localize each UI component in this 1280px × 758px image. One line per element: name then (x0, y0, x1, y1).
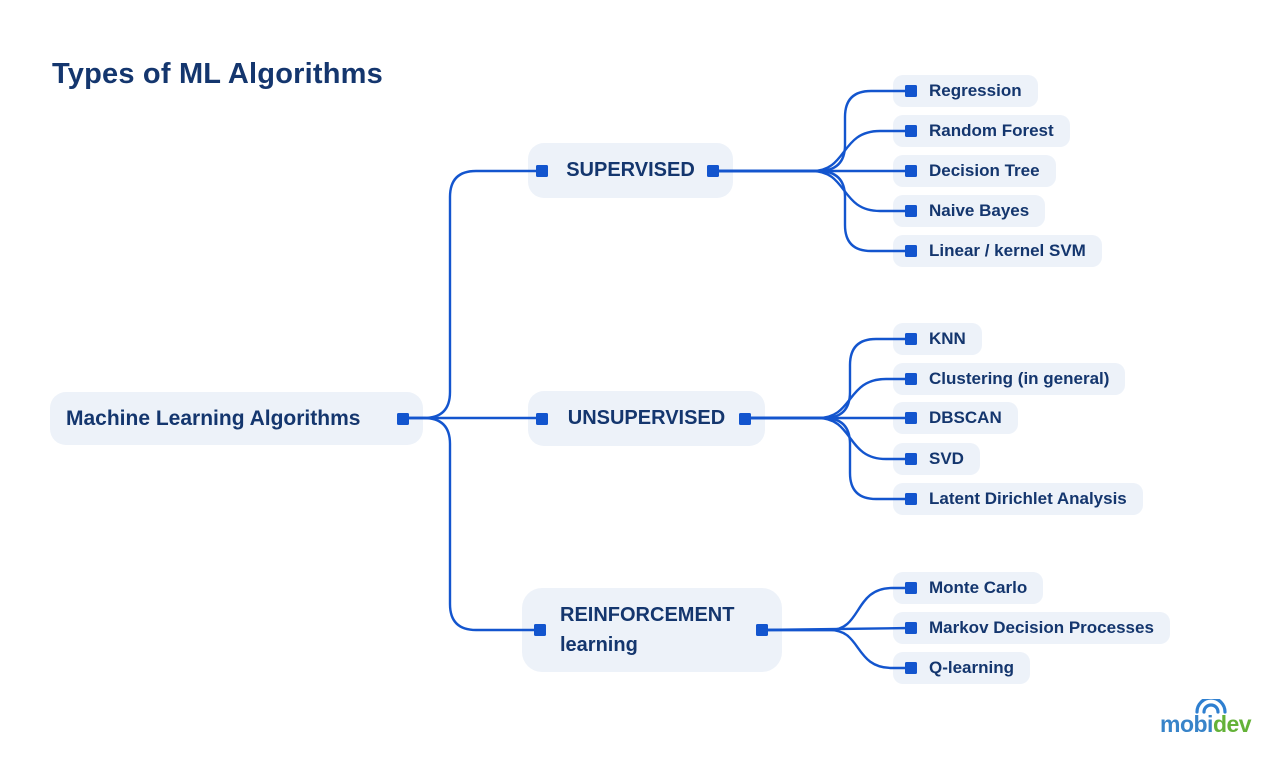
leaf-node-monte-carlo: Monte Carlo (893, 572, 1044, 604)
connector-unsupervised-knn (743, 337, 913, 420)
node-connector-square (905, 373, 917, 385)
leaf-node-clustering: Clustering (in general) (893, 363, 1126, 395)
node-connector-square (397, 412, 409, 425)
connector-reinforcement-markov (760, 626, 913, 632)
branch-node-supervised: SUPERVISED (528, 143, 733, 198)
leaf-node-knn: KNN (893, 323, 982, 355)
node-connector-square (905, 622, 917, 634)
leaf-node-markov-decision-processes: Markov Decision Processes (893, 612, 1170, 644)
connector-root-supervised (401, 169, 546, 420)
leaf-node-decision-tree: Decision Tree (893, 155, 1056, 187)
page-title: Types of ML Algorithms (52, 58, 383, 90)
leaf-node-label: Decision Tree (929, 161, 1040, 180)
leaf-node-latent-dirichlet-analysis: Latent Dirichlet Analysis (893, 483, 1143, 515)
branch-node-label: REINFORCEMENT learning (560, 604, 735, 656)
node-connector-square (707, 164, 719, 177)
node-connector-square (905, 85, 917, 97)
leaf-node-label: Markov Decision Processes (929, 618, 1154, 637)
leaf-node-label: Q-learning (929, 658, 1015, 677)
connector-supervised-regression (711, 89, 913, 173)
branch-node-unsupervised: UNSUPERVISED (528, 391, 765, 446)
leaf-node-label: Naive Bayes (929, 201, 1030, 220)
root-node: Machine Learning Algorithms (50, 392, 423, 445)
branch-node-reinforcement: REINFORCEMENT learning (522, 588, 782, 672)
connector-supervised-random-forest (711, 129, 913, 173)
node-connector-square (905, 662, 917, 674)
node-connector-square (536, 164, 548, 177)
node-connector-square (536, 412, 548, 425)
connector-reinforcement-monte-carlo (760, 586, 913, 632)
leaf-node-q-learning: Q-learning (893, 652, 1031, 684)
leaf-node-label: KNN (929, 329, 966, 348)
connector-unsupervised-svd (743, 416, 913, 461)
node-connector-square (756, 624, 768, 636)
leaf-node-regression: Regression (893, 75, 1038, 107)
leaf-node-svd: SVD (893, 443, 980, 475)
node-connector-square (905, 245, 917, 257)
leaf-node-label: Random Forest (929, 121, 1054, 140)
logo-text: mobidev (1160, 711, 1252, 738)
leaf-node-label: Clustering (in general) (929, 369, 1110, 388)
node-connector-square (905, 453, 917, 465)
leaf-node-random-forest: Random Forest (893, 115, 1070, 147)
leaf-node-label: Latent Dirichlet Analysis (929, 489, 1127, 508)
node-connector-square (905, 333, 917, 345)
leaf-node-label: Linear / kernel SVM (929, 241, 1086, 260)
connector-unsupervised-clustering (743, 377, 913, 420)
connector-unsupervised-lda (743, 416, 913, 501)
branch-node-label: UNSUPERVISED (567, 407, 726, 429)
branch-node-label: SUPERVISED (566, 159, 695, 181)
node-connector-square (905, 125, 917, 137)
connector-root-reinforcement (401, 416, 544, 632)
logo-part-dev: dev (1212, 711, 1252, 737)
leaf-node-dbscan: DBSCAN (893, 402, 1018, 434)
connector-supervised-naive-bayes (711, 169, 913, 213)
leaf-node-label: Regression (929, 81, 1022, 100)
connector-supervised-svm (711, 169, 913, 253)
leaf-node-label: DBSCAN (929, 408, 1002, 427)
leaf-node-naive-bayes: Naive Bayes (893, 195, 1046, 227)
leaf-node-label: SVD (929, 449, 964, 468)
logo-part-mobi: mobi (1160, 711, 1213, 737)
node-connector-square (905, 205, 917, 217)
node-connector-square (905, 582, 917, 594)
leaf-node-label: Monte Carlo (929, 578, 1028, 597)
root-node-label: Machine Learning Algorithms (66, 406, 361, 430)
node-connector-square (739, 412, 751, 425)
connector-reinforcement-q-learning (760, 628, 913, 670)
leaf-node-linear-kernel-svm: Linear / kernel SVM (893, 235, 1102, 267)
wifi-arcs-icon (1195, 699, 1227, 714)
node-connector-square (905, 412, 917, 424)
node-connector-square (905, 165, 917, 177)
node-connector-square (534, 624, 546, 636)
node-connector-square (905, 493, 917, 505)
mobidev-logo: mobidev (1160, 699, 1252, 741)
